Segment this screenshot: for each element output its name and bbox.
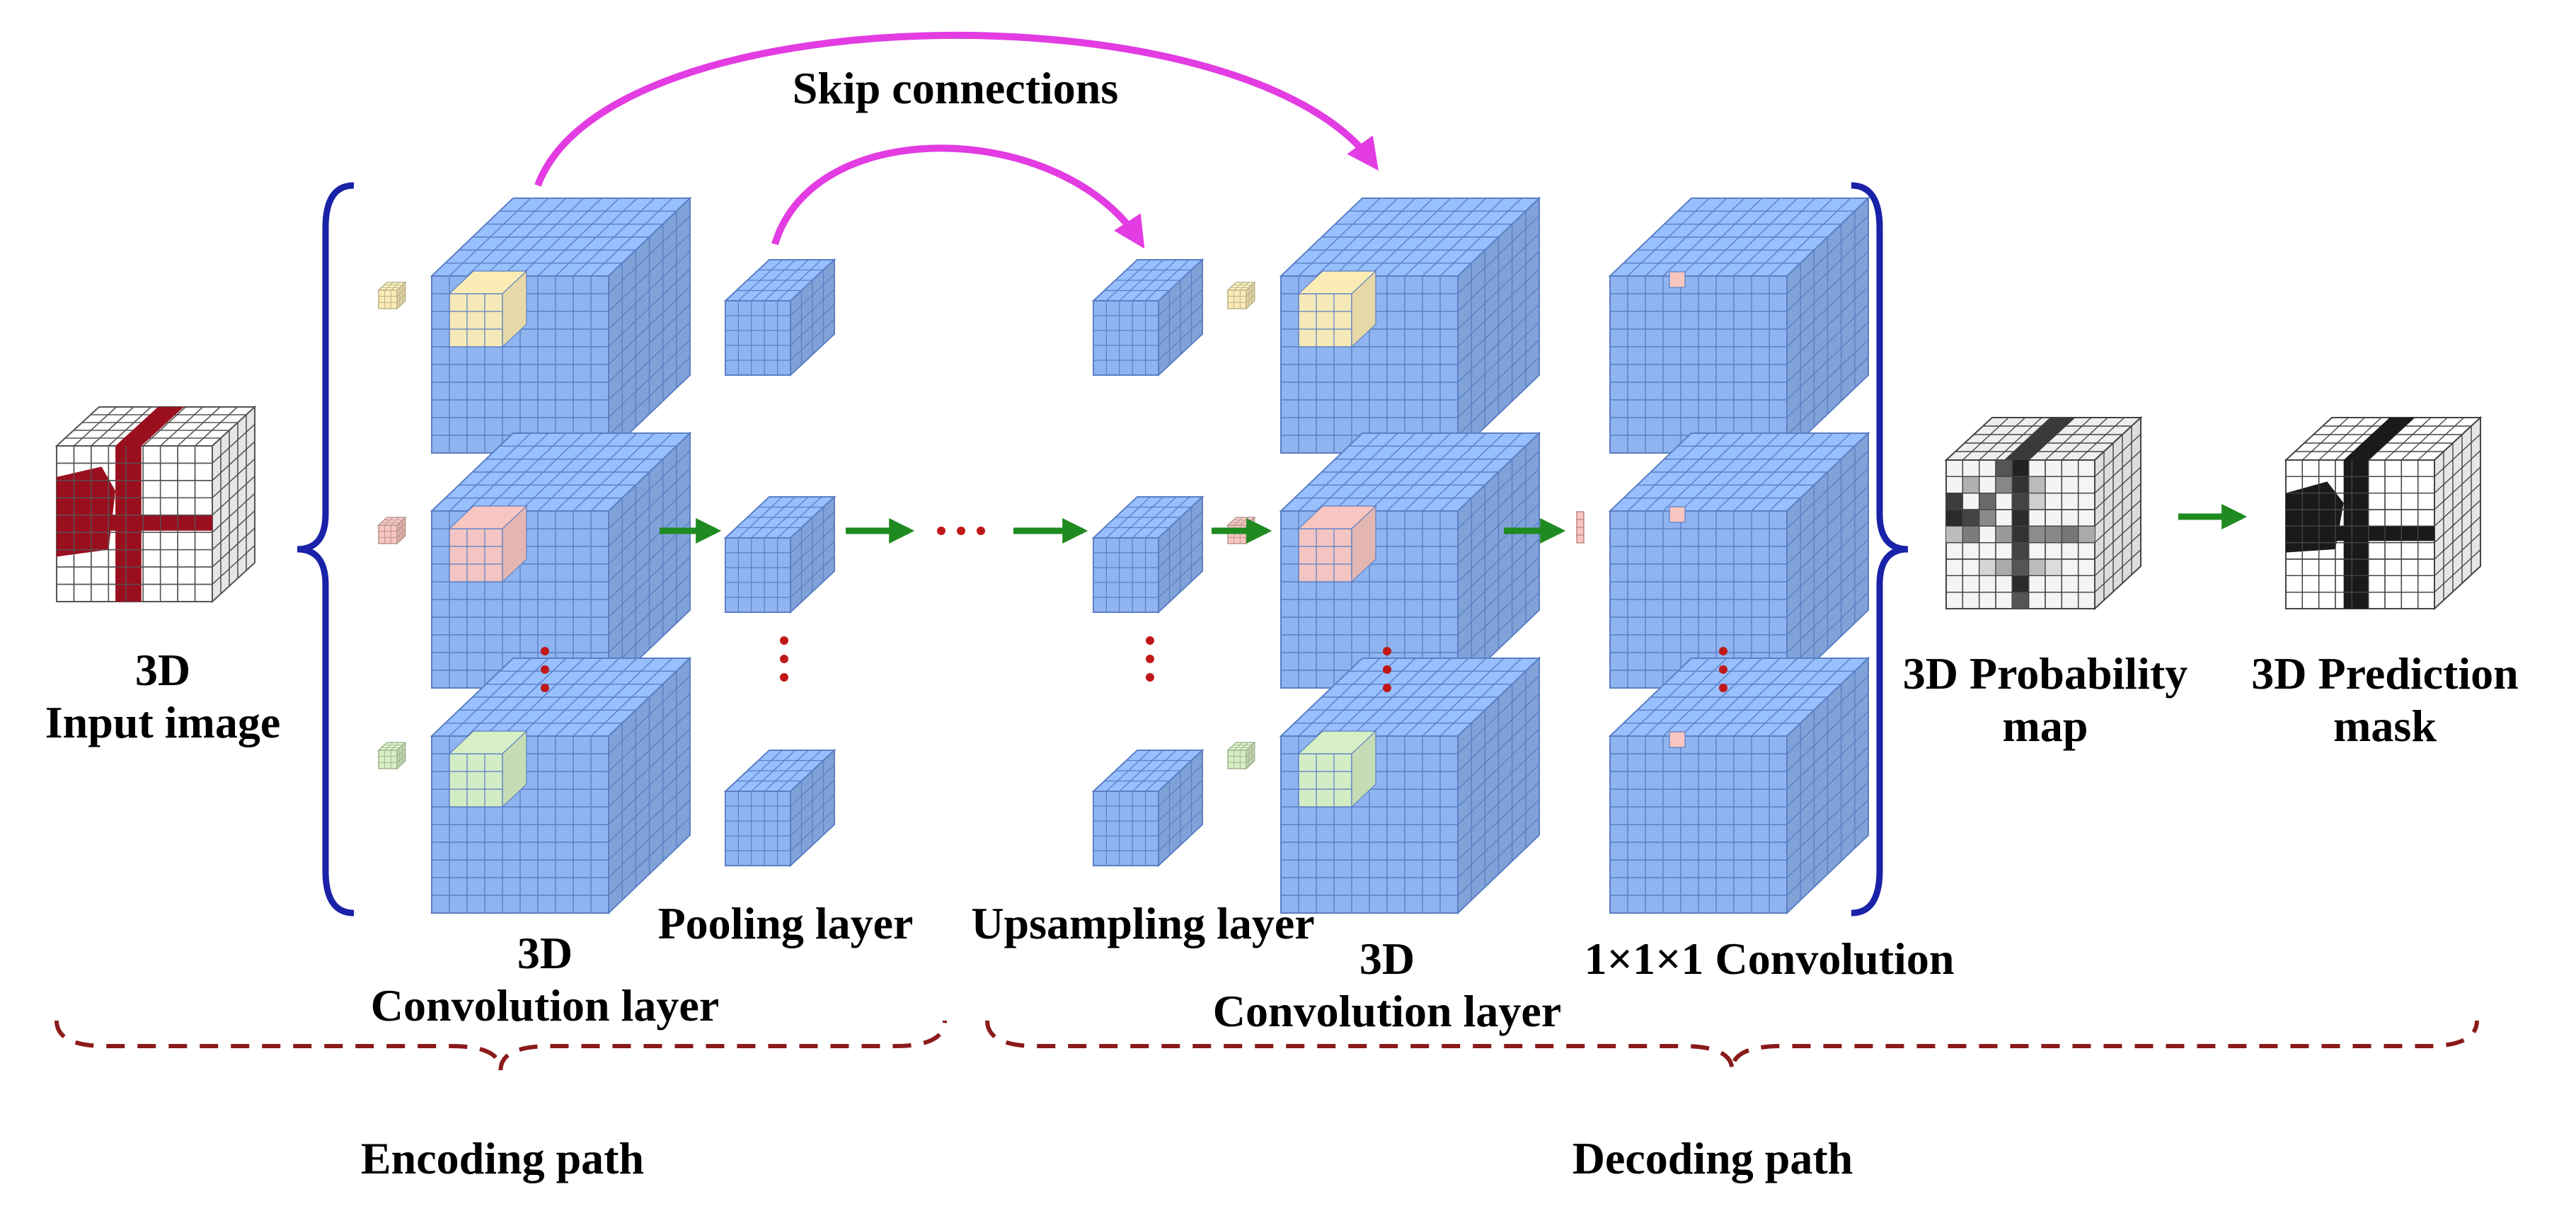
upsampling-cube-3 [1091, 748, 1204, 868]
upsampling-cube-2 [1091, 495, 1204, 614]
pooling-cube-2 [723, 495, 836, 614]
ellipsis-decoder-conv [1383, 647, 1391, 692]
pooling-cube-1 [723, 258, 836, 377]
ellipsis-output [1719, 647, 1727, 692]
decoder-conv-label-line2: Convolution layer [1212, 985, 1562, 1036]
upsampling-cube-1 [1091, 258, 1204, 377]
input-label-line2: Input image [45, 696, 281, 747]
prediction-mask-cube [2284, 415, 2483, 611]
skip-connections-label: Skip connections [792, 63, 1119, 113]
horizontal-ellipsis [937, 527, 985, 535]
input-image-label: 3D Input image [14, 644, 311, 748]
prediction-mask-label: 3D Prediction mask [2208, 648, 2562, 752]
left-blue-brace [297, 182, 355, 917]
upsampling-layer-label: Upsampling layer [971, 898, 1315, 948]
encoder-conv-cube-2 [377, 431, 692, 690]
encoder-conv-label: 3D Convolution layer [326, 927, 764, 1031]
encoder-conv-label-line1: 3D [517, 928, 573, 978]
prediction-label-line1: 3D Prediction [2251, 648, 2519, 699]
input-image-cube [54, 405, 257, 604]
skip-connection-outer [534, 31, 1379, 187]
decoder-conv-label: 3D Convolution layer [1168, 933, 1606, 1037]
conv-1x1x1-label: 1×1×1 Convolution [1584, 934, 1955, 984]
skip-connection-inner [771, 144, 1145, 249]
output-conv-cube-3 [1608, 656, 1870, 915]
ellipsis-upsample [1146, 636, 1154, 682]
probability-label-line1: 3D Probability [1902, 648, 2188, 699]
decoding-path-brace [985, 1020, 2479, 1071]
pooling-layer-label: Pooling layer [657, 898, 914, 948]
input-label-line1: 3D [134, 645, 191, 695]
decoder-conv-cube-3 [1226, 656, 1541, 915]
output-conv-cube-2 [1608, 431, 1870, 690]
encoder-conv-cube-3 [377, 656, 692, 915]
decoder-conv-cube-2 [1226, 431, 1541, 690]
decoder-conv-label-line1: 3D [1359, 934, 1415, 984]
encoding-path-brace [54, 1020, 947, 1071]
encoding-path-label: Encoding path [360, 1133, 645, 1183]
decoder-conv-cube-1 [1226, 196, 1541, 455]
encoder-conv-label-line2: Convolution layer [370, 980, 720, 1031]
conv-1x1x1-kernel [1576, 511, 1585, 544]
output-conv-cube-1 [1608, 196, 1870, 455]
probability-map-cube [1944, 415, 2143, 611]
probability-label-line2: map [2002, 700, 2088, 751]
pooling-cube-3 [723, 748, 836, 868]
encoder-conv-cube-1 [377, 196, 692, 455]
probability-map-label: 3D Probability map [1882, 648, 2208, 752]
ellipsis-pool [780, 636, 788, 682]
ellipsis-encoder-conv [541, 647, 549, 692]
prediction-label-line2: mask [2333, 700, 2437, 751]
right-blue-brace [1851, 182, 1909, 917]
decoding-path-label: Decoding path [1572, 1133, 1853, 1183]
